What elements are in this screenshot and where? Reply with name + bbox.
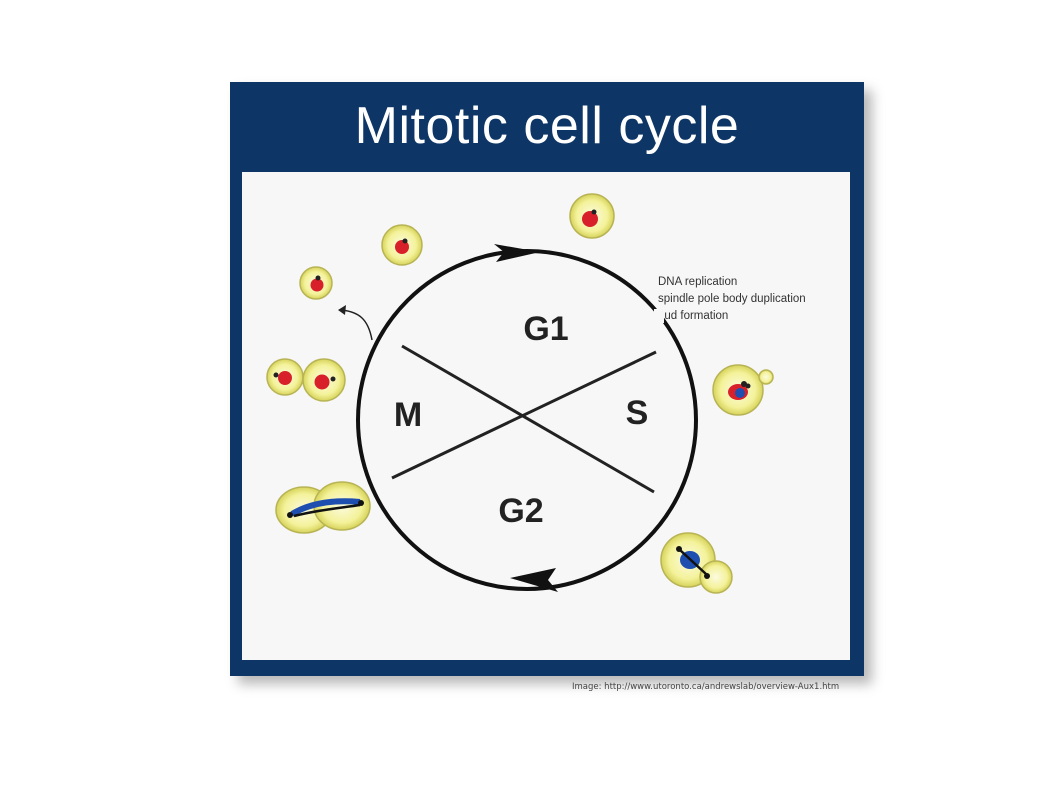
phase-g2-label: G2 [498,492,543,530]
arrowhead-top-icon [494,244,540,262]
exit-arrowhead-icon [338,305,346,315]
cell-g1-medium [381,224,423,266]
annotation-line-1: DNA replication [658,276,737,288]
cell-newborn [299,266,333,300]
divider-line-1 [401,344,655,494]
arrowhead-bottom-icon [510,568,558,592]
slide-frame: Mitotic cell cycle G1 S [230,82,864,676]
diagram-panel: G1 S G2 M DNA replication spindle pole b… [242,172,850,660]
cell-cycle-diagram: G1 S G2 M DNA replication spindle pole b… [266,193,806,594]
cell-g1-small [569,193,615,239]
exit-arrow-curve [341,309,373,341]
image-credit: Image: http://www.utoronto.ca/andrewslab… [572,682,840,692]
cell-pair-separated [266,358,346,402]
phase-g1-label: G1 [523,310,568,348]
cell-budding [712,364,774,416]
annotation-line-2: spindle pole body duplication [658,293,806,305]
cell-dividing [275,481,371,534]
phase-s-label: S [626,394,649,432]
annotation-line-3: bud formation [658,310,728,322]
annotation-mask [654,309,664,323]
cell-g2-budded [660,532,733,594]
slide-title: Mitotic cell cycle [354,97,740,155]
phase-m-label: M [394,396,422,434]
divider-line-2 [391,350,657,480]
